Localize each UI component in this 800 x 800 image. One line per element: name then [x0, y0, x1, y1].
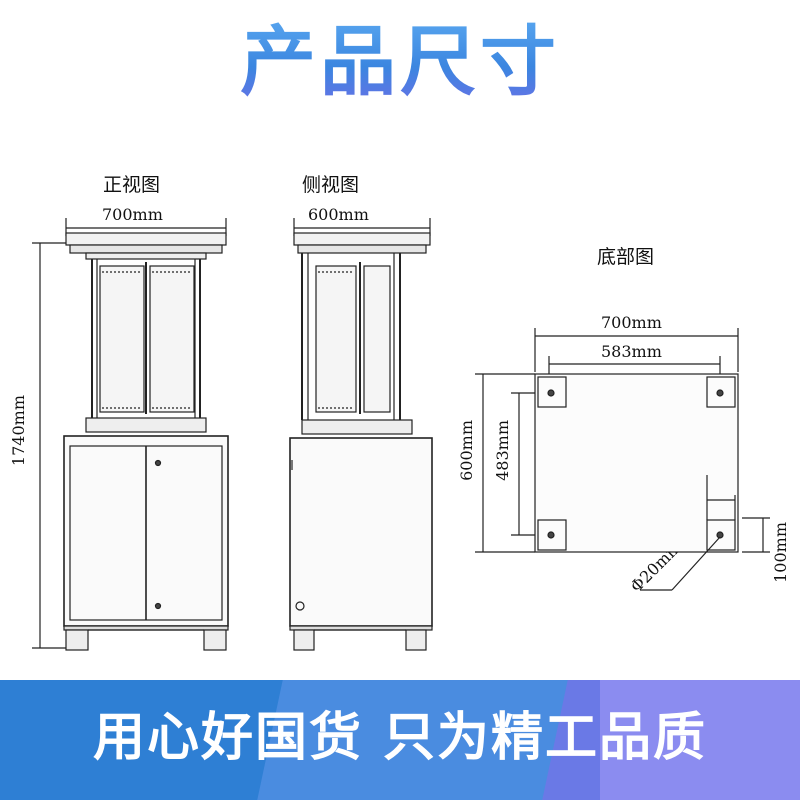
front-width-dim: 700mm — [102, 205, 163, 224]
page-title: 产品尺寸 — [0, 14, 800, 110]
side-view-label: 侧视图 — [302, 174, 360, 196]
front-view-drawing — [32, 218, 229, 651]
side-view-drawing — [289, 218, 433, 651]
side-width-dim: 600mm — [308, 205, 369, 224]
bottom-width-outer-dim: 700mm — [601, 313, 662, 332]
technical-drawings — [32, 218, 770, 651]
slogan-banner: 用心好国货 只为精工品质 — [0, 680, 800, 800]
banner-stripe-1 — [0, 680, 300, 800]
bottom-view-drawing — [475, 328, 770, 591]
front-view-label: 正视图 — [103, 174, 161, 196]
bottom-view-label: 底部图 — [597, 246, 655, 268]
slogan-text: 用心好国货 只为精工品质 — [92, 708, 708, 768]
banner-stripe-4 — [600, 680, 800, 800]
bottom-width-inner-dim: 583mm — [601, 342, 662, 361]
